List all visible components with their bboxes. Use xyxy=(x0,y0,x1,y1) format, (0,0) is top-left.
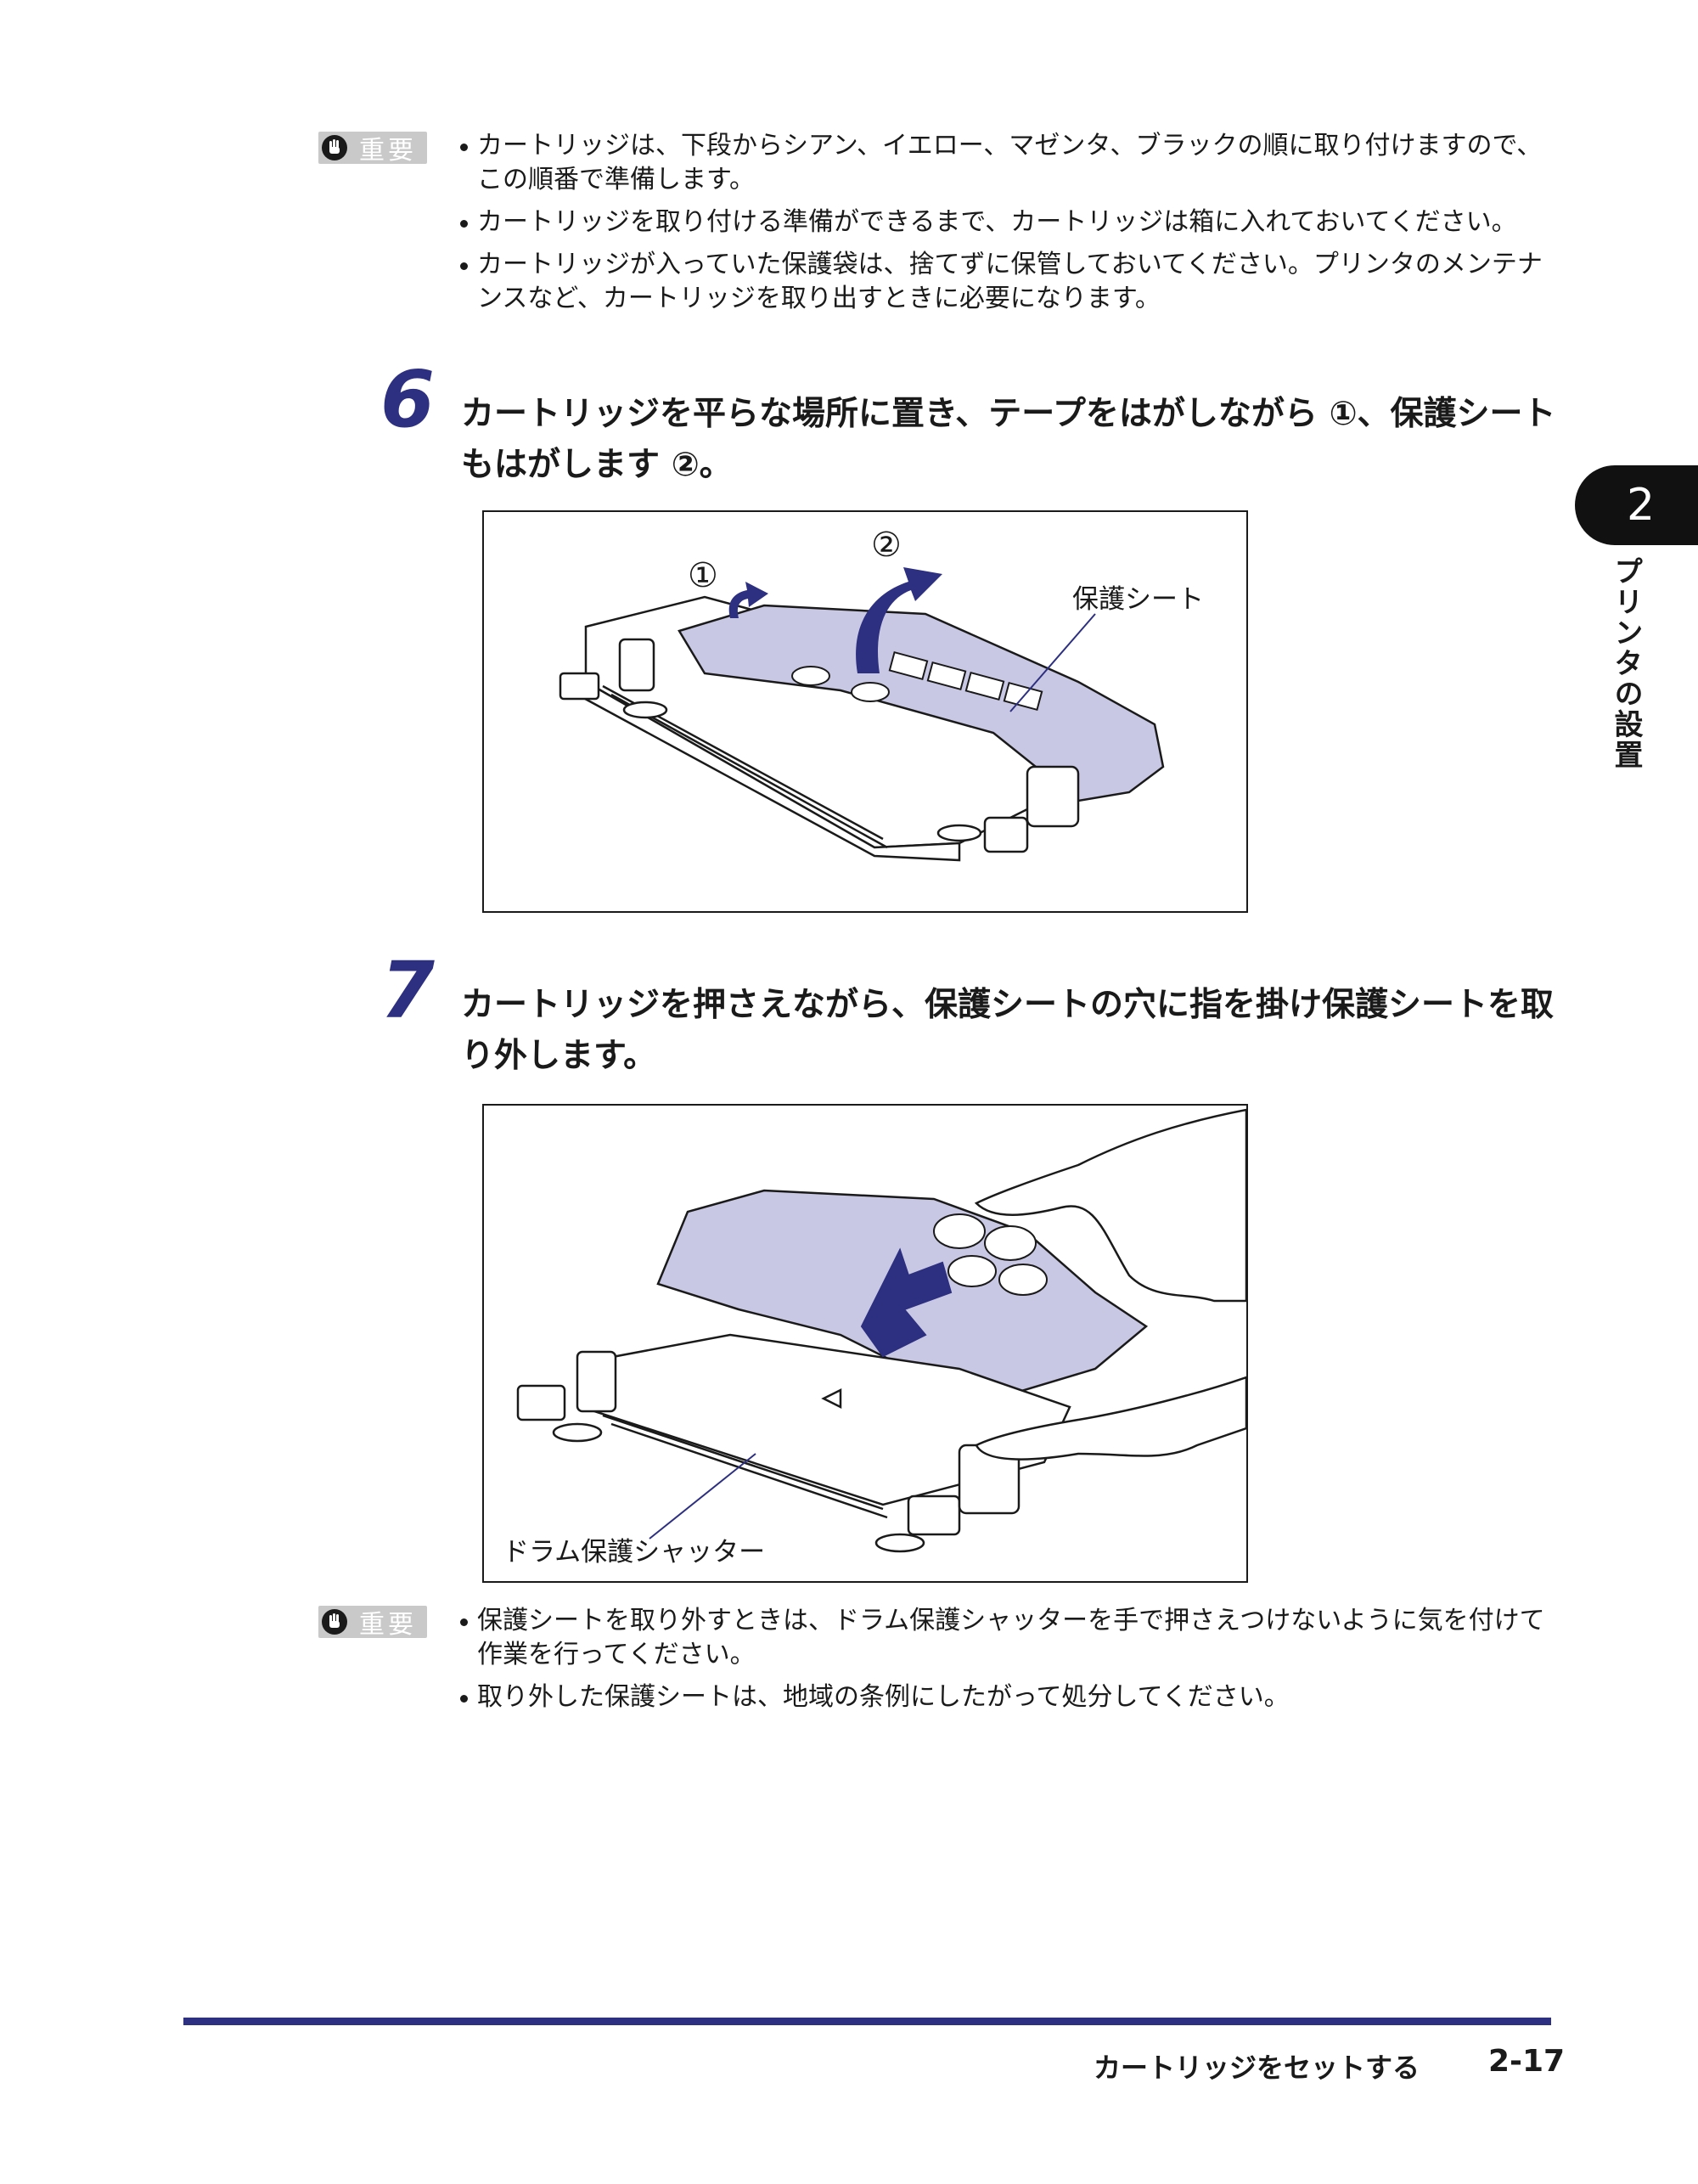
stop-hand-icon xyxy=(322,1609,347,1635)
step-number-7: 7 xyxy=(380,945,436,1036)
peel-arrow-2-icon xyxy=(856,567,942,673)
protective-sheet-label: 保護シート xyxy=(1072,584,1204,615)
stop-hand-icon xyxy=(322,135,347,160)
protective-sheet-shape xyxy=(678,604,1165,802)
step-7-instruction: カートリッジを押さえながら、保護シートの穴に指を掛け保護シートを取り外します。 xyxy=(461,986,1555,1075)
important-label-text: 重要 xyxy=(359,136,417,166)
important-label-bottom: 重要 xyxy=(318,1606,427,1640)
important-list-top: カートリッジは、下段からシアン、イエロー、マゼンタ、ブラックの順に取り付けますの… xyxy=(458,129,1554,324)
step-7-figure: ドラム保護シャッター xyxy=(482,1104,1248,1583)
drum-shutter-label: ドラム保護シャッター xyxy=(503,1537,766,1568)
right-hand-shape xyxy=(974,1108,1246,1303)
callout-2: ② xyxy=(871,526,902,565)
callout-1: ① xyxy=(688,556,718,595)
step-6-instruction: カートリッジを平らな場所に置き、テープをはがしながら ①、保護シートもはがします… xyxy=(461,395,1556,484)
footer-section-title: カートリッジをセットする xyxy=(1093,2052,1420,2084)
chapter-title: プリンタの設置 xyxy=(1609,556,1643,770)
step-number-6: 6 xyxy=(380,354,436,445)
list-item: 保護シートを取り外すときは、ドラム保護シャッターを手で押さえつけないように気を付… xyxy=(458,1604,1554,1672)
pull-arrow-icon xyxy=(860,1247,953,1358)
chapter-number: 2 xyxy=(1626,480,1656,531)
left-hand-shape xyxy=(975,1376,1246,1461)
step-6-figure: ① ② 保護シート xyxy=(482,510,1248,913)
page-number: 2-17 xyxy=(1488,2044,1566,2079)
chapter-tab[interactable]: 2 xyxy=(1575,465,1698,545)
list-item: カートリッジは、下段からシアン、イエロー、マゼンタ、ブラックの順に取り付けますの… xyxy=(458,129,1554,197)
sheet-removal-illustration xyxy=(516,1108,1246,1553)
important-label-text: 重要 xyxy=(359,1610,417,1640)
cartridge-illustration xyxy=(559,567,1165,862)
list-item: カートリッジを取り付ける準備ができるまで、カートリッジは箱に入れておいてください… xyxy=(458,205,1554,239)
important-label-top: 重要 xyxy=(318,132,427,166)
footer-rule xyxy=(183,2018,1551,2025)
important-list-bottom: 保護シートを取り外すときは、ドラム保護シャッターを手で押さえつけないように気を付… xyxy=(458,1604,1554,1723)
peel-arrow-1-icon xyxy=(728,582,768,618)
list-item: カートリッジが入っていた保護袋は、捨てずに保管しておいてください。プリンタのメン… xyxy=(458,248,1554,316)
list-item: 取り外した保護シートは、地域の条例にしたがって処分してください。 xyxy=(458,1680,1554,1714)
